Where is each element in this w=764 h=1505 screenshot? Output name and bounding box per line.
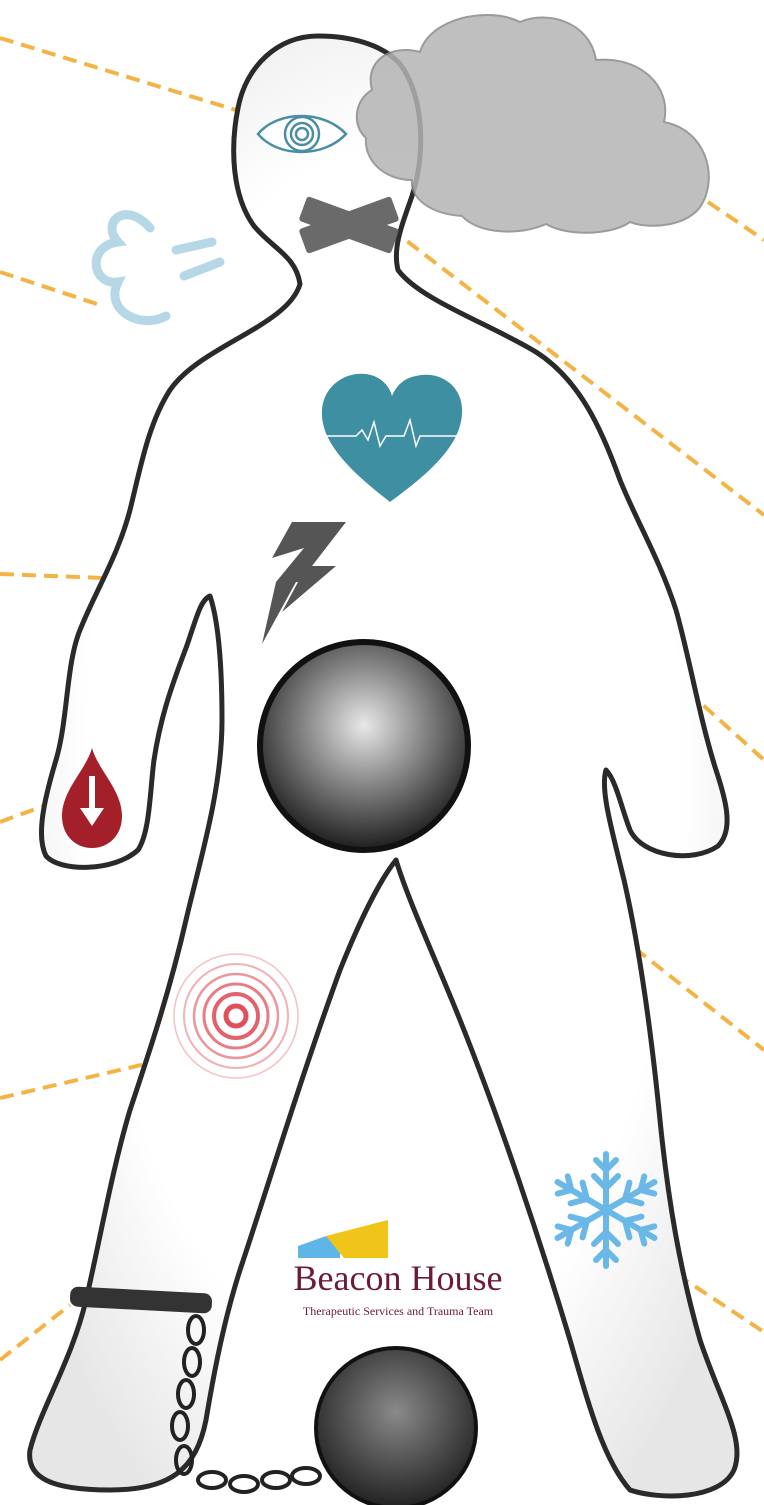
breath-icon [96, 215, 220, 321]
logo-tagline: Therapeutic Services and Trauma Team [262, 1304, 534, 1318]
connector-line [0, 1305, 70, 1360]
dark-sphere-icon [260, 642, 468, 850]
logo-mark [298, 1220, 388, 1258]
connector-line [0, 38, 262, 118]
logo-name: Beacon House [262, 1258, 534, 1298]
connector-line [708, 202, 764, 240]
connector-line [0, 272, 100, 305]
ball-and-chain-icon [316, 1348, 476, 1505]
